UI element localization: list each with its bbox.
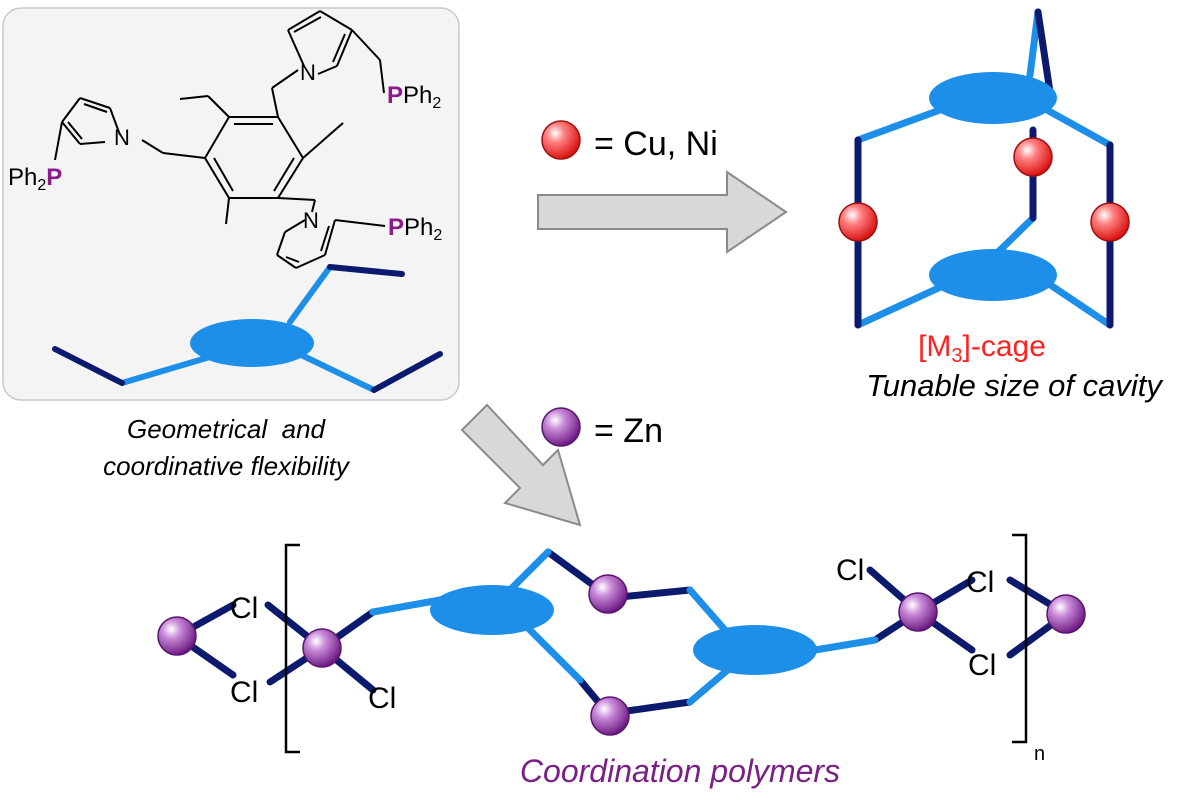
cl-label-terminal-right: Cl xyxy=(836,554,864,587)
methyl-bond xyxy=(302,122,344,159)
ligand-caption-line2: coordinative flexibility xyxy=(103,451,351,481)
cage-bottom-ellipse xyxy=(929,249,1057,301)
arrow-right xyxy=(537,170,788,254)
pph2-label-bottom: PPh2 xyxy=(388,214,442,244)
cage-caption: Tunable size of cavity xyxy=(866,368,1164,403)
cl-label-left-bottom: Cl xyxy=(230,676,258,709)
phosphorus-atom: P xyxy=(46,164,62,191)
zn-atom-outer-right xyxy=(1046,594,1086,634)
zn-sphere xyxy=(541,407,581,447)
cage-label-main: [M xyxy=(918,330,951,363)
cl-label-left-top: Cl xyxy=(230,592,258,625)
ph2p-label-left: Ph2P xyxy=(8,164,62,194)
cage-metal-center xyxy=(1013,137,1053,177)
zn-atom-inner-right xyxy=(898,592,938,632)
methyl-bond xyxy=(225,197,230,225)
polymer-ellipse-right xyxy=(693,625,817,675)
pph2-label-top: PPh2 xyxy=(387,82,441,112)
cu-ni-sphere xyxy=(541,120,581,160)
n-atom-bottom: N xyxy=(303,208,319,233)
right-bracket xyxy=(1012,533,1028,744)
methyl-bond xyxy=(207,95,230,118)
subscript-2: 2 xyxy=(433,227,442,244)
zn-atom-inner-left xyxy=(302,628,342,668)
cl-label-right-top: Cl xyxy=(966,566,994,599)
ligand-panel-background xyxy=(2,7,460,401)
subscript-2: 2 xyxy=(37,177,46,194)
cl-label-terminal-left: Cl xyxy=(368,682,396,715)
cage-label-subscript: 3 xyxy=(951,345,962,367)
legend-zn: = Zn xyxy=(594,412,663,450)
left-bracket xyxy=(284,543,300,754)
cage-label-tail: ]-cage xyxy=(963,330,1046,363)
ligand-structure xyxy=(54,10,386,269)
cage-top-ellipse xyxy=(929,72,1057,124)
phosphorus-atom: P xyxy=(387,82,403,109)
cage-metal-left xyxy=(838,202,878,242)
zn-atom-outer-left xyxy=(157,616,197,656)
n-atom-left: N xyxy=(114,125,130,150)
n-atom-top: N xyxy=(300,60,316,85)
zn-atom-macrocycle-top xyxy=(588,574,628,614)
zn-atom-macrocycle-bottom xyxy=(590,696,630,736)
repeat-subscript-n: n xyxy=(1034,743,1045,765)
phenyl-text: Ph xyxy=(8,164,37,191)
legend-cu-ni: = Cu, Ni xyxy=(594,125,718,163)
cage-metal-right xyxy=(1090,202,1130,242)
polymer-chain xyxy=(173,548,1070,716)
phenyl-text: Ph xyxy=(404,214,433,241)
arrow-down-right xyxy=(460,403,582,527)
cage-label: [M3]-cage xyxy=(918,330,1046,367)
subscript-2: 2 xyxy=(432,95,441,112)
polymer-caption: Coordination polymers xyxy=(520,753,840,789)
phosphorus-atom: P xyxy=(388,214,404,241)
phenyl-text: Ph xyxy=(403,82,432,109)
ligand-panel: N N N PPh2 Ph2P PPh2 xyxy=(2,7,460,401)
ligand-core-ellipse xyxy=(190,319,314,367)
cl-label-right-bottom: Cl xyxy=(968,649,996,682)
ligand-caption-line1: Geometrical and xyxy=(127,414,327,444)
polymer-ellipse-left xyxy=(430,585,554,635)
